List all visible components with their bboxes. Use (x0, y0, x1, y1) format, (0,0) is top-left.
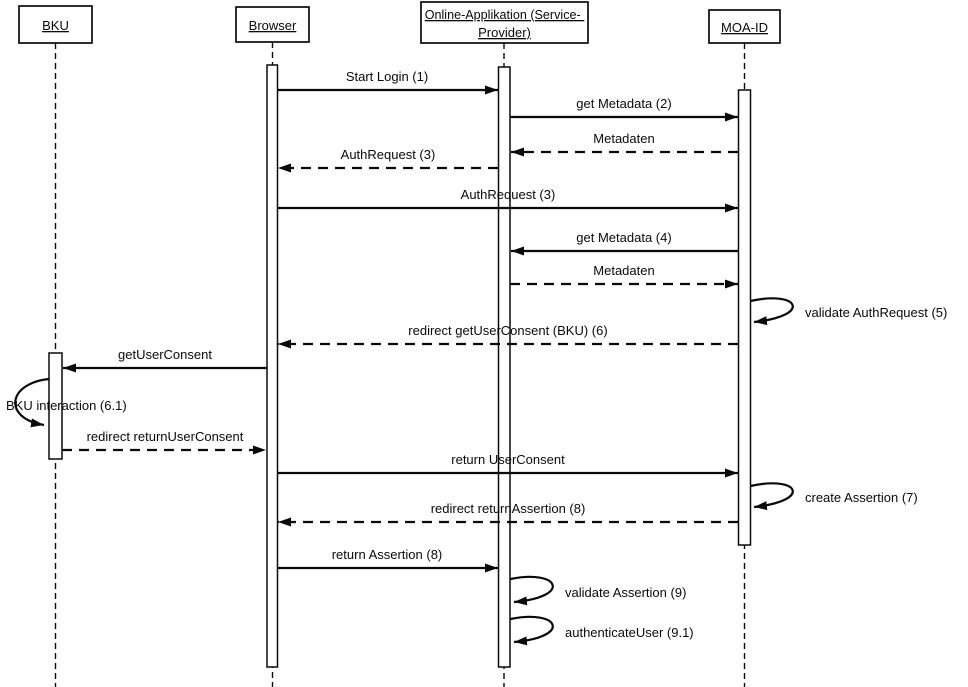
actor-browser: Browser (235, 6, 310, 43)
message-metadaten-2-label: Metadaten (593, 263, 654, 278)
message-start-login: Start Login (1) (277, 69, 498, 95)
message-authenticateuser: authenticateUser (9.1) (510, 615, 694, 646)
activation-bar-bku (48, 352, 63, 460)
message-return-userconsent: return UserConsent (277, 452, 738, 478)
actor-bku: BKU (18, 5, 93, 44)
message-validate-authrequest-loop (750, 297, 794, 326)
message-get-metadata-4: get Metadata (4) (511, 230, 738, 256)
message-validate-assertion-loop (510, 575, 554, 606)
actor-label-online-applikation: Online-Applikation (Service- Provider) (425, 7, 585, 40)
actor-box-browser (235, 6, 310, 43)
message-create-assertion-label: create Assertion (7) (805, 490, 918, 505)
message-redirect-returnuserconsent: redirect returnUserConsent (62, 429, 266, 455)
actor-box-moa-id (708, 9, 781, 44)
message-redirect-getuserconsent-label: redirect getUserConsent (BKU) (6) (408, 323, 607, 338)
message-create-assertion-loop (750, 482, 794, 511)
activation-bar-moa-id (737, 89, 752, 546)
message-authrequest-solid-label: AuthRequest (3) (461, 187, 556, 202)
actor-online-applikation: Online-Applikation (Service- Provider) (420, 1, 589, 44)
message-authrequest-dashed-label: AuthRequest (3) (341, 147, 436, 162)
message-get-metadata-4-label: get Metadata (4) (576, 230, 671, 245)
actor-label-moa-id: MOA-ID (721, 20, 768, 35)
message-redirect-getuserconsent: redirect getUserConsent (BKU) (6) (278, 323, 738, 349)
message-authrequest-solid: AuthRequest (3) (277, 187, 738, 213)
actor-label-browser: Browser (249, 18, 297, 33)
message-redirect-returnuserconsent-label: redirect returnUserConsent (87, 429, 244, 444)
actor-box-online-applikation (420, 1, 589, 44)
message-validate-authrequest: validate AuthRequest (5) (750, 297, 947, 326)
message-validate-authrequest-label: validate AuthRequest (5) (805, 305, 947, 320)
message-getuserconsent-label: getUserConsent (118, 347, 212, 362)
activation-bar-online-applikation (497, 66, 511, 668)
message-start-login-label: Start Login (1) (346, 69, 428, 84)
message-redirect-returnassertion-label: redirect returnAssertion (8) (431, 501, 586, 516)
activation-bar-browser (266, 64, 279, 668)
message-authrequest-dashed: AuthRequest (3) (278, 147, 498, 173)
message-bku-interaction: BKU interaction (6.1) (6, 377, 127, 428)
actor-label-bku: BKU (42, 18, 69, 33)
message-getuserconsent: getUserConsent (63, 347, 267, 373)
message-bku-interaction-label: BKU interaction (6.1) (6, 398, 127, 413)
message-validate-assertion: validate Assertion (9) (510, 575, 686, 606)
message-return-assertion: return Assertion (8) (277, 547, 498, 573)
message-metadaten-1: Metadaten (511, 131, 738, 157)
message-get-metadata-2: get Metadata (2) (510, 96, 738, 122)
message-validate-assertion-label: validate Assertion (9) (565, 585, 686, 600)
actor-moa-id: MOA-ID (708, 9, 781, 44)
actor-box-bku (18, 5, 93, 44)
message-return-assertion-label: return Assertion (8) (332, 547, 443, 562)
message-return-userconsent-label: return UserConsent (451, 452, 565, 467)
message-authenticateuser-label: authenticateUser (9.1) (565, 625, 694, 640)
message-authenticateuser-loop (510, 615, 554, 646)
message-metadaten-1-label: Metadaten (593, 131, 654, 146)
message-create-assertion: create Assertion (7) (750, 482, 918, 511)
message-metadaten-2: Metadaten (510, 263, 738, 289)
message-get-metadata-2-label: get Metadata (2) (576, 96, 671, 111)
message-redirect-returnassertion: redirect returnAssertion (8) (278, 501, 738, 527)
message-bku-interaction-loop (14, 377, 50, 428)
